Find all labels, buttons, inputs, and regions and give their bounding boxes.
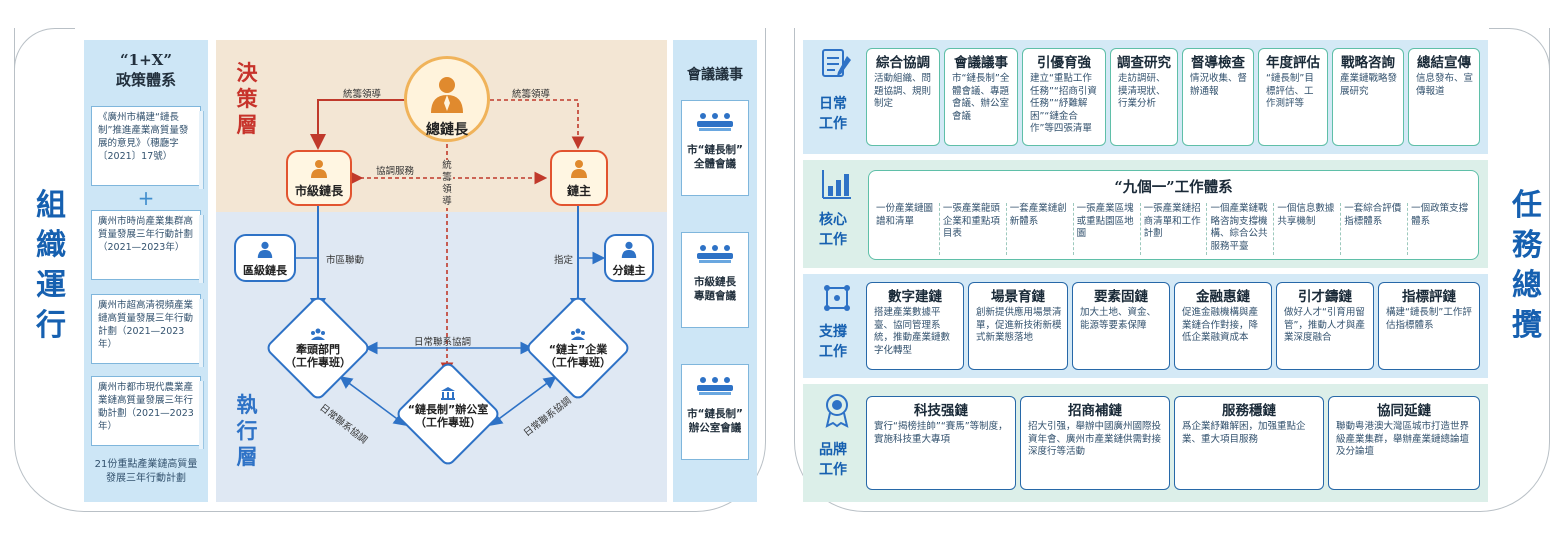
policy-doc-main: 《廣州市構建“鏈長制”推進產業高質量發展的意見》（穗廳字〔2021〕17號） — [91, 106, 204, 189]
nine-item: 一張產業區塊或重點園區地圖 — [1074, 203, 1141, 255]
label-coordination: 協調服務 — [376, 166, 415, 177]
label-daily-contact: 日常聯系協調 — [414, 337, 472, 348]
daily-card-coordination: 綜合協調活動組織、問題協調、規則制定 — [866, 48, 940, 146]
policy-footer: 21份重點產業鏈高質量發展三年行動計劃 — [94, 459, 198, 484]
lead-dept-label: 牽頭部門 （工作專班） — [280, 328, 356, 369]
task-overview-title: 任 務 總 攬 — [1512, 188, 1542, 343]
nine-item: 一個信息數據共享機制 — [1274, 203, 1342, 255]
meeting-icon — [697, 377, 733, 395]
right-panel-frame — [794, 28, 1550, 512]
nine-item: 一個政策支撐體系 — [1411, 203, 1469, 227]
meeting-icon — [697, 245, 733, 263]
plus-icon: + — [137, 186, 155, 210]
owner-enterprise-label: “鏈主”企業 （工作專班） — [532, 328, 624, 369]
person-icon — [621, 241, 637, 258]
building-icon — [441, 387, 455, 400]
meeting-card-thematic: 市級鏈長專題會議 — [681, 232, 749, 328]
nine-item: 一張產業鏈招商清單和工作計劃 — [1141, 203, 1208, 255]
daily-card-strategy: 戰略咨詢產業鏈戰略發展研究 — [1332, 48, 1404, 146]
brand-card-service: 服務穩鏈爲企業紓難解困，加强重點企業、重大項目服務 — [1174, 396, 1324, 490]
label-overall-lead-center: 統 籌 領 導 — [441, 160, 453, 208]
support-card-factors: 要素固鏈加大土地、資金、能源等要素保障 — [1072, 282, 1170, 370]
nine-item: 一個產業鏈戰略咨詢支撐機構、綜合公共服務平臺 — [1207, 203, 1275, 255]
nine-item: 一套產業鏈創新體系 — [1007, 203, 1074, 255]
daily-card-publicity: 總結宣傳信息發布、宣傳報道 — [1408, 48, 1480, 146]
daily-card-research: 調查研究走訪調研、摸清現狀、行業分析 — [1110, 48, 1178, 146]
daily-card-inspection: 督導檢查情況收集、督辦通報 — [1182, 48, 1254, 146]
brand-card-tech: 科技强鏈實行“揭榜挂帥”“賽馬”等制度，實施科技重大專項 — [866, 396, 1016, 490]
team-icon — [311, 328, 325, 340]
support-card-scenario: 場景育鏈創新提供應用場景清單，促進新技術新模式新業態落地 — [968, 282, 1068, 370]
core-work-title: 核心 工作 — [819, 212, 847, 248]
office-label: “鏈長制”辦公室 （工作專班） — [392, 386, 504, 429]
meetings-column: 會議議事 市“鏈長制”全體會議 市級鏈長專題會議 市“鏈長制”辦公室會議 — [673, 40, 757, 502]
brand-card-investment: 招商補鏈招大引强，舉辦中國廣州國際投資年會、廣州市產業鏈供需對接深度行等活動 — [1020, 396, 1170, 490]
meeting-icon — [697, 113, 733, 131]
chief-node: 總鏈長 — [404, 56, 490, 142]
sub-owner-node: 分鏈主 — [604, 234, 654, 282]
nine-ones-system: “九個一”工作體系 一份產業鏈圖譜和清單 一張產業龍頭企業和重點項目表 一套產業… — [868, 170, 1479, 260]
daily-card-meetings: 會議議事市“鏈長制”全體會議、專題會議、辦公室會議 — [944, 48, 1018, 146]
daily-card-attract-strong: 引優育強建立“重點工作任務”“招商引資任務”“紓難解困”“鏈金合作”等四張清單 — [1022, 48, 1106, 146]
support-card-finance: 金融惠鏈促進金融機構與產業鏈合作對接，降低企業融資成本 — [1174, 282, 1272, 370]
district-chief-node: 區級鏈長 — [234, 234, 296, 282]
execution-layer-title: 執 行 層 — [236, 392, 258, 469]
label-city-district-link: 市區聯動 — [326, 255, 365, 266]
chain-owner-node: 鏈主 — [550, 150, 608, 206]
daily-card-annual-eval: 年度評估“鏈長制”目標評估、工作測評等 — [1258, 48, 1328, 146]
meeting-card-plenary: 市“鏈長制”全體會議 — [681, 100, 749, 196]
nine-item: 一份產業鏈圖譜和清單 — [873, 203, 940, 255]
label-overall-lead-right: 統籌領導 — [512, 89, 551, 100]
support-card-talent: 引才鑄鏈做好人才“引育用留管”，推動人才與產業深度融合 — [1276, 282, 1374, 370]
clipboard-pen-icon — [822, 49, 851, 77]
policy-doc-fashion: 廣州市時尚產業集群高質量發展三年行動計劃（2021—2023年） — [91, 210, 204, 283]
policy-system-column: “1+X” 政策體系 《廣州市構建“鏈長制”推進產業高質量發展的意見》（穗廳字〔… — [84, 40, 208, 502]
org-operation-title: 組 織 運 行 — [36, 188, 66, 343]
left-panel-frame — [14, 28, 766, 512]
policy-title: “1+X” 政策體系 — [115, 51, 176, 89]
city-chief-node: 市級鏈長 — [286, 150, 352, 206]
support-work-title: 支撐 工作 — [819, 324, 847, 360]
label-designate: 指定 — [554, 255, 574, 266]
person-icon — [257, 241, 273, 258]
person-icon — [571, 160, 587, 178]
team-icon — [571, 328, 585, 340]
meetings-title: 會議議事 — [687, 67, 743, 83]
award-medal-icon — [825, 394, 849, 428]
meeting-card-office: 市“鏈長制”辦公室會議 — [681, 364, 749, 460]
support-card-indicators: 指標評鏈構建“鏈長制”工作評估指標體系 — [1378, 282, 1480, 370]
growth-chart-icon — [822, 170, 851, 199]
brand-card-collaboration: 協同延鏈聯動粤港澳大灣區城市打造世界級產業集群，舉辦產業鏈總論壇及分論壇 — [1328, 396, 1480, 490]
nine-item: 一張產業龍頭企業和重點項目表 — [940, 203, 1007, 255]
person-icon — [311, 160, 327, 178]
brand-work-title: 品牌 工作 — [819, 442, 847, 478]
nine-item: 一套綜合評價指標體系 — [1341, 203, 1409, 255]
decision-layer-title: 決 策 層 — [236, 60, 258, 137]
policy-doc-uhd-video: 廣州市超高清視頻產業鏈高質量發展三年行動計劃（2021—2023年） — [91, 294, 204, 367]
label-overall-lead-left: 統籌領導 — [343, 89, 382, 100]
policy-doc-agriculture: 廣州市都市現代農業產業鏈高質量發展三年行動計劃（2021—2023年） — [91, 376, 204, 449]
support-card-digital: 數字建鏈搭建產業數據平臺、協同管理系統，推動產業鏈數字化轉型 — [866, 282, 964, 370]
person-icon — [431, 77, 463, 113]
cube-network-icon — [824, 285, 850, 311]
daily-work-title: 日常 工作 — [819, 96, 847, 132]
